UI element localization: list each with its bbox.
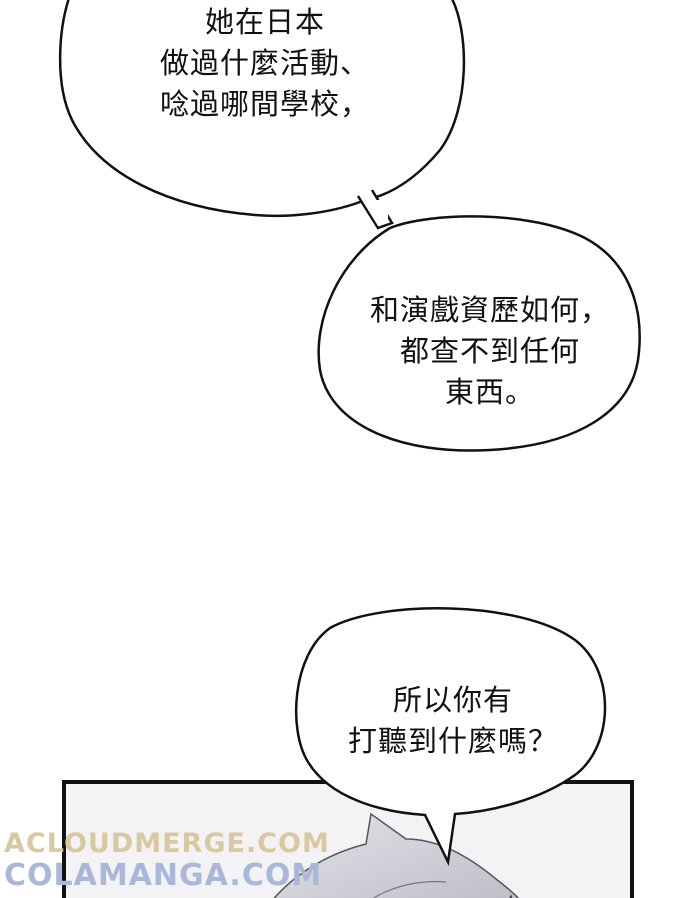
speech-bubble-2 [317,215,641,452]
bubble-1-line: 唸過哪間學校， [159,87,370,121]
bubble-1-line: 她在日本 [204,5,325,39]
bubble-2-line: 東西。 [444,375,535,409]
bubble-1-line: 做過什麼活動、 [159,46,370,80]
bubble-2-line: 都查不到任何 [399,334,580,368]
bubble-2-text: 和演戲資歷如何， 都查不到任何 東西。 [340,290,640,413]
speech-bubble-1 [58,0,466,218]
watermark-text-1: ACLOUDMERGE.COM [4,828,330,859]
bubble-2-line: 和演戲資歷如何， [369,293,610,327]
bubble-3-text: 所以你有 打聽到什麼嗎？ [318,680,588,762]
watermark-text-2: COLAMANGA.COM [4,858,323,893]
bubble-3-line: 所以你有 [392,683,513,717]
speech-bubble-3 [294,607,607,867]
bubble-3-line: 打聽到什麼嗎？ [347,724,558,758]
panel-artwork [66,784,630,898]
bubble-1-text: 她在日本 做過什麼活動、 唸過哪間學校， [140,2,390,125]
comic-panel [62,780,634,898]
